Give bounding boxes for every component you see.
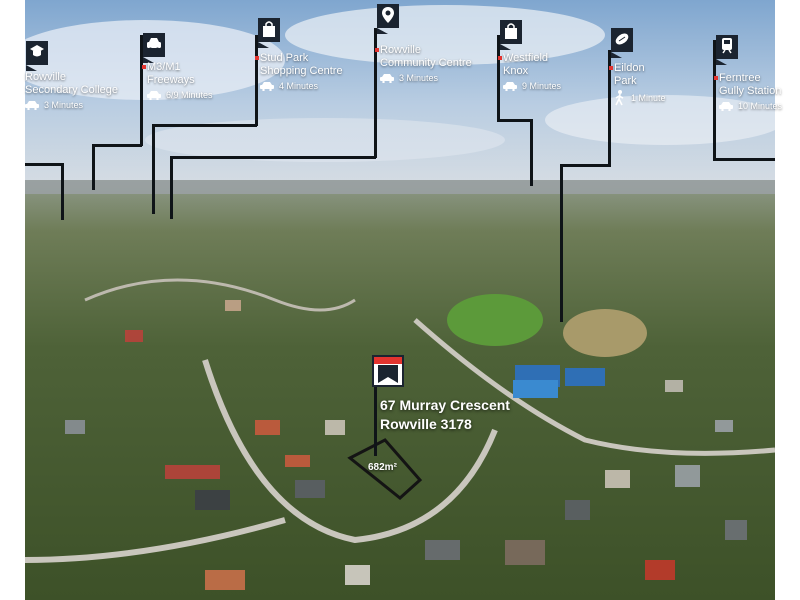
cloud <box>285 5 605 65</box>
red-marker <box>498 56 502 60</box>
poi-name-line2: Knox <box>503 65 529 77</box>
poi-time: 1 Minute <box>614 90 666 106</box>
car-icon <box>380 74 394 83</box>
red-marker <box>142 65 146 69</box>
poi-time-text: 3 Minutes <box>399 73 439 83</box>
poi-time-text: 6/9 Minutes <box>166 90 213 100</box>
poi-time: 3 Minutes <box>380 72 472 84</box>
red-marker <box>375 48 379 52</box>
address-line1: 67 Murray Crescent <box>380 397 510 413</box>
poi-time-text: 1 Minute <box>631 93 666 103</box>
poi-westfield-knox: Westfield Knox 9 Minutes <box>498 52 561 92</box>
house-roofs <box>65 300 747 590</box>
cloud <box>25 20 285 100</box>
poi-stud-park: Stud Park Shopping Centre 4 Minutes <box>255 52 343 92</box>
poi-name-line2: Park <box>614 75 637 87</box>
poi-name-line1: M3/M1 <box>147 61 181 73</box>
poi-name-line2: Freeways <box>147 74 195 86</box>
car-icon <box>719 102 733 111</box>
poi-time-text: 9 Minutes <box>522 81 562 91</box>
car-icon <box>503 82 517 91</box>
road <box>25 517 286 563</box>
poi-name-line1: Ferntree <box>719 72 761 84</box>
poi-time: 3 Minutes <box>25 99 118 111</box>
address-line2: Rowville 3178 <box>380 416 472 432</box>
poi-freeways: M3/M1 Freeways 6/9 Minutes <box>142 61 213 101</box>
car-icon <box>25 101 39 110</box>
tennis-courts <box>565 368 605 386</box>
poi-time: 4 Minutes <box>260 80 343 92</box>
suburb-ground <box>25 180 775 600</box>
poi-name-line2: Community Centre <box>380 57 472 69</box>
property-boundary <box>347 438 423 500</box>
poi-time: 9 Minutes <box>503 80 561 92</box>
road <box>202 359 498 544</box>
aerial-photo <box>25 0 775 600</box>
sports-oval <box>563 309 647 357</box>
car-icon <box>260 82 274 91</box>
poi-name-line1: Eildon <box>614 62 645 74</box>
poi-secondary-college: Rowville Secondary College 3 Minutes <box>25 71 118 111</box>
poi-time-text: 10 Minutes <box>738 101 783 111</box>
road <box>84 278 356 312</box>
poi-time: 6/9 Minutes <box>147 89 213 101</box>
red-marker <box>255 56 259 60</box>
poi-name-line1: Westfield <box>503 52 549 64</box>
red-marker <box>609 66 613 70</box>
road <box>413 318 775 456</box>
aerial-scene <box>25 0 775 600</box>
poi-name-line1: Stud Park <box>260 52 309 64</box>
walking-icon <box>615 90 624 106</box>
poi-time-text: 4 Minutes <box>279 81 319 91</box>
poi-time: 10 Minutes <box>719 100 782 112</box>
poi-name-line1: Rowville <box>380 44 421 56</box>
poi-name-line2: Gully Station <box>719 85 782 97</box>
poi-community-centre: Rowville Community Centre 3 Minutes <box>375 44 472 84</box>
cloud <box>545 95 775 145</box>
poi-eildon-park: Eildon Park 1 Minute <box>609 62 666 106</box>
poi-name-line2: Secondary College <box>25 84 118 96</box>
horizon-haze <box>25 180 775 194</box>
poi-time-text: 3 Minutes <box>44 100 84 110</box>
sports-oval <box>447 294 543 346</box>
red-marker <box>714 76 718 80</box>
property-address: 67 Murray Crescent Rowville 3178 <box>380 396 510 434</box>
poi-name-line2: Shopping Centre <box>260 65 343 77</box>
cloud <box>145 118 505 162</box>
tennis-courts <box>513 380 558 398</box>
poi-ferntree-gully-station: Ferntree Gully Station 10 Minutes <box>714 72 782 112</box>
car-icon <box>147 91 161 100</box>
poi-name-line1: Rowville <box>25 71 66 83</box>
